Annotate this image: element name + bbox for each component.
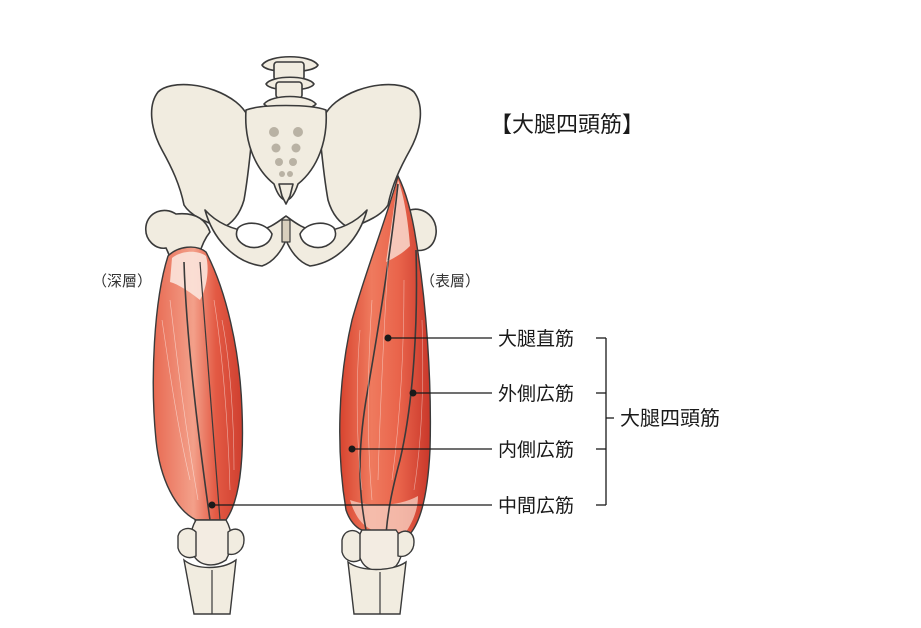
label-vastus-intermedius: 中間広筋: [498, 495, 574, 517]
group-label-quadriceps: 大腿四頭筋: [620, 406, 720, 430]
superficial-layer-label: （表層）: [420, 272, 480, 290]
leader-dots: [208, 334, 417, 509]
label-rectus-femoris: 大腿直筋: [498, 328, 574, 350]
left-tibia: [182, 558, 237, 615]
left-leg-deep: [145, 209, 245, 615]
left-ilium: [150, 83, 253, 229]
left-obturator-foramen: [235, 222, 273, 249]
coccyx: [278, 183, 294, 205]
sacrum: [244, 104, 328, 201]
sacral-foramina: [269, 127, 303, 177]
lumbar-vertebrae: [261, 56, 319, 111]
label-vastus-lateralis: 外側広筋: [498, 383, 574, 405]
group-bracket: [596, 337, 614, 506]
right-obturator-foramen: [299, 222, 337, 249]
pelvis: [150, 56, 422, 267]
left-vastus-intermedius: [152, 246, 244, 521]
label-vastus-medialis: 内側広筋: [498, 439, 574, 461]
leader-lines: [212, 337, 492, 506]
deep-layer-label: （深層）: [92, 272, 152, 290]
figure-title: 【大腿四頭筋】: [490, 113, 644, 138]
right-tibia: [347, 560, 407, 615]
right-leg-superficial: [339, 174, 437, 615]
right-patella: [356, 529, 403, 572]
